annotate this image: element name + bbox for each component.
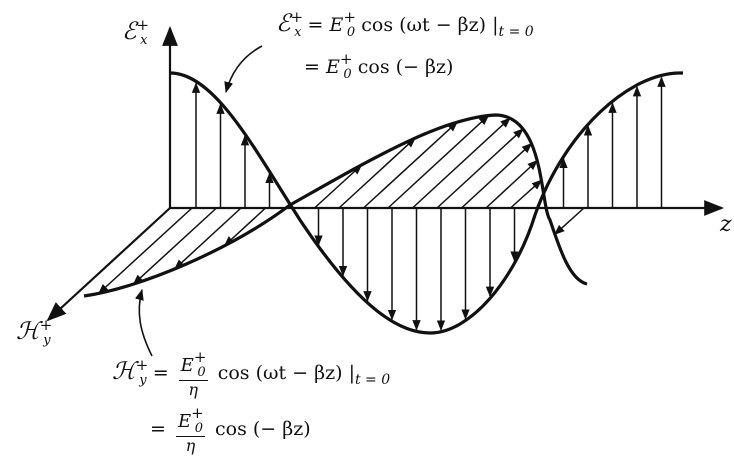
h-equation-leader: [135, 288, 153, 357]
h-field-curve: [83, 113, 588, 298]
z-axis-label: z: [720, 212, 732, 237]
h-field-vector: [387, 114, 490, 209]
h-field-vector: [460, 142, 533, 209]
h-axis-label: ℋ+y: [16, 316, 53, 348]
h-field-equation-line2: = E+0 η cos (− βz): [150, 404, 311, 455]
h-field-equation-line1: ℋ+y = E+0 η cos (ωt − βz) |t = 0: [112, 348, 391, 399]
h-field-vector: [223, 207, 267, 247]
h-field-vector: [174, 207, 242, 270]
e-field-equation-line2: = E+0 cos (− βz): [304, 50, 454, 82]
h-field-vector: [338, 137, 416, 209]
e-field-vector-group: [191, 76, 666, 331]
e-equation-leader: [224, 45, 263, 94]
h-field-vector-group: [97, 114, 585, 295]
h-amplitude-fraction: E+0 η: [178, 348, 208, 399]
h-field-vector: [509, 179, 543, 209]
h-field-vector: [362, 121, 458, 209]
e-field-curve: [169, 71, 683, 335]
h-amplitude-fraction-2: E+0 η: [175, 404, 205, 455]
h-field-vector: [485, 159, 538, 209]
e-axis-label: ℰ+x: [122, 16, 150, 48]
h-field-vector: [313, 164, 363, 209]
h-axis: [46, 207, 171, 322]
h-field-vector: [436, 128, 524, 209]
h-field-vector: [554, 207, 585, 236]
h-field-vector: [132, 207, 218, 285]
e-field-equation-line1: ℰ+x = E+0 cos (ωt − βz) |t = 0: [276, 8, 534, 40]
h-field-vector: [97, 207, 193, 295]
h-field-vector: [411, 117, 511, 209]
